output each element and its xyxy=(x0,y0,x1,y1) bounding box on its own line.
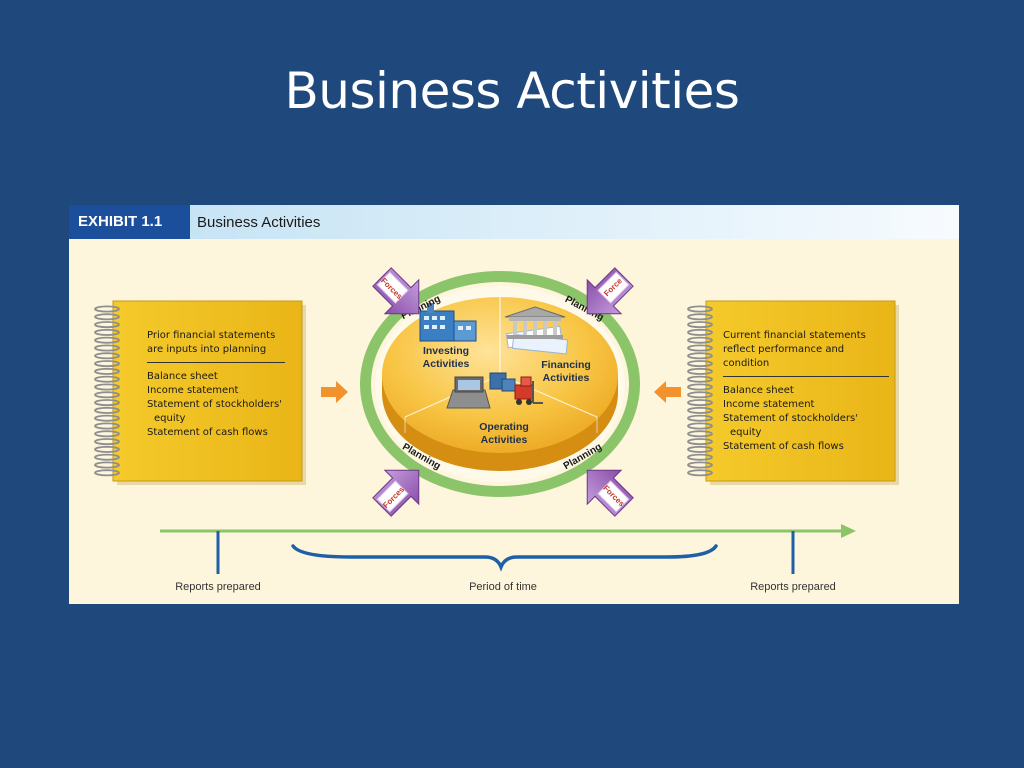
spiral-coil xyxy=(94,313,120,321)
spiral-coil xyxy=(94,344,120,352)
spiral-coil xyxy=(94,383,120,391)
spiral-coil xyxy=(687,399,713,407)
right-notebook-text: Current financial statements reflect per… xyxy=(723,329,889,454)
spiral-coil xyxy=(94,391,120,399)
investing-label-line2: Activities xyxy=(423,358,470,370)
operating-label-line2: Activities xyxy=(481,434,528,446)
left-notebook-heading-line2: are inputs into planning xyxy=(147,344,267,355)
timeline xyxy=(160,524,856,574)
right-notebook-item: Statement of cash flows xyxy=(723,441,844,452)
spiral-coil xyxy=(687,328,713,336)
spiral-coil xyxy=(687,406,713,414)
left-notebook xyxy=(94,300,306,485)
right-notebook-item: Balance sheet xyxy=(723,385,794,396)
spiral-coil xyxy=(687,305,713,313)
spiral-coil xyxy=(687,336,713,344)
exhibit-header: EXHIBIT 1.1 Business Activities xyxy=(69,205,959,239)
right-input-arrow xyxy=(654,381,681,403)
spiral-coil xyxy=(687,321,713,329)
spiral-coil xyxy=(687,430,713,438)
spiral-coil xyxy=(94,469,120,477)
spiral-coil xyxy=(687,313,713,321)
right-notebook-heading-line2: reflect performance and condition xyxy=(723,344,845,369)
left-notebook-item: Balance sheet xyxy=(147,371,218,382)
spiral-coil xyxy=(687,375,713,383)
spiral-coil xyxy=(94,367,120,375)
right-notebook-heading: Current financial statements reflect per… xyxy=(723,329,889,377)
financing-label-line1: Financing xyxy=(541,359,591,371)
bank-building-icon xyxy=(504,306,569,355)
spiral-coil xyxy=(94,352,120,360)
slide-title: Business Activities xyxy=(284,62,740,120)
spiral-coil xyxy=(687,445,713,453)
spiral-coil xyxy=(94,461,120,469)
right-notebook-item: Statement of stockholders' xyxy=(723,413,858,424)
operating-label-line1: Operating xyxy=(479,421,529,433)
laptop-icon xyxy=(446,376,491,409)
period-brace xyxy=(291,544,718,572)
spiral-coil xyxy=(94,430,120,438)
right-notebook-item: Income statement xyxy=(723,399,815,410)
spiral-coil xyxy=(687,461,713,469)
left-notebook-item: Statement of cash flows xyxy=(147,427,268,438)
spiral-coil xyxy=(94,453,120,461)
diagram-canvas: Investing Activities Financing Activitie… xyxy=(94,267,899,574)
timeline-label-left: Reports prepared xyxy=(175,581,261,593)
spiral-coil xyxy=(687,383,713,391)
spiral-coil xyxy=(687,438,713,446)
spiral-coil xyxy=(94,406,120,414)
spiral-coil xyxy=(94,360,120,368)
spiral-coil xyxy=(687,360,713,368)
forklift-icon xyxy=(514,376,543,405)
spiral-coil xyxy=(94,422,120,430)
right-notebook-spiral xyxy=(687,305,713,477)
investing-label-line1: Investing xyxy=(423,345,469,357)
spiral-coil xyxy=(94,328,120,336)
exhibit-number: EXHIBIT 1.1 xyxy=(69,205,190,239)
exhibit-figure: EXHIBIT 1.1 Business Activities xyxy=(69,205,959,604)
force-arrow-top-right: Force xyxy=(586,267,634,315)
spiral-coil xyxy=(687,352,713,360)
right-notebook xyxy=(687,300,899,485)
left-notebook-text: Prior financial statements are inputs in… xyxy=(147,329,285,440)
spiral-coil xyxy=(94,399,120,407)
spiral-coil xyxy=(687,391,713,399)
left-notebook-spiral xyxy=(94,305,120,477)
left-notebook-item: Income statement xyxy=(147,385,239,396)
force-arrow-bottom-left: Forces xyxy=(372,469,420,517)
force-arrow-top-left: Forces xyxy=(372,267,420,315)
left-notebook-heading-line1: Prior financial statements xyxy=(147,330,276,341)
left-input-arrow xyxy=(321,381,348,403)
timeline-label-center: Period of time xyxy=(469,581,537,593)
spiral-coil xyxy=(94,321,120,329)
spiral-coil xyxy=(94,375,120,383)
spiral-coil xyxy=(687,422,713,430)
spiral-coil xyxy=(94,445,120,453)
spiral-coil xyxy=(687,453,713,461)
left-notebook-item: Statement of stockholders' xyxy=(147,399,282,410)
spiral-coil xyxy=(687,414,713,422)
spiral-coil xyxy=(94,414,120,422)
spiral-coil xyxy=(94,305,120,313)
spiral-coil xyxy=(94,438,120,446)
spiral-coil xyxy=(687,344,713,352)
spiral-coil xyxy=(687,469,713,477)
right-notebook-item: equity xyxy=(730,427,762,438)
force-arrow-bottom-right: Forces xyxy=(586,469,634,517)
financing-label-line2: Activities xyxy=(543,372,590,384)
spiral-coil xyxy=(94,336,120,344)
left-notebook-heading: Prior financial statements are inputs in… xyxy=(147,329,285,363)
exhibit-caption: Business Activities xyxy=(197,214,321,231)
right-notebook-heading-line1: Current financial statements xyxy=(723,330,866,341)
factory-building-icon xyxy=(419,303,477,342)
left-notebook-item: equity xyxy=(154,413,186,424)
timeline-label-right: Reports prepared xyxy=(750,581,836,593)
spiral-coil xyxy=(687,367,713,375)
